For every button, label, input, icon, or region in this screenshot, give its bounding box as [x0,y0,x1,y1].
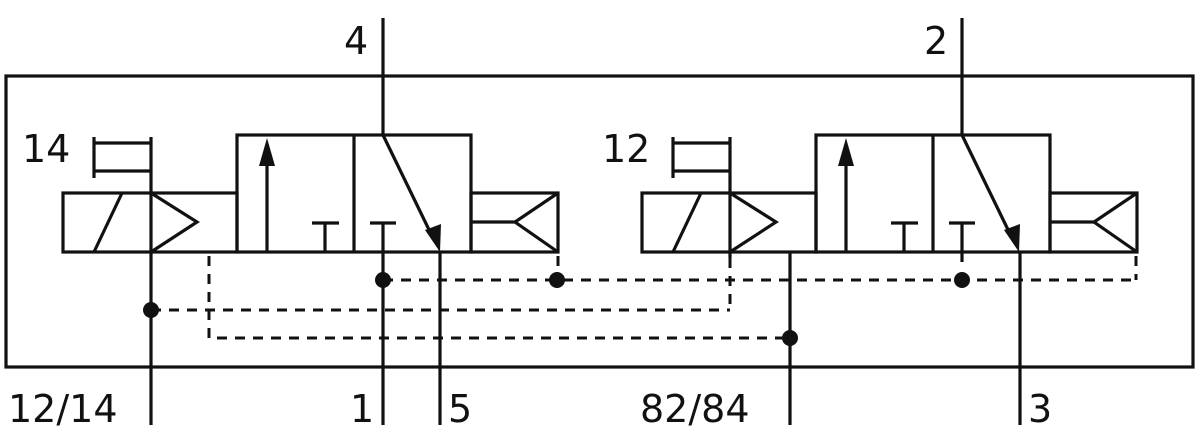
junction-dot [954,272,970,288]
port-label-3: 3 [1028,387,1052,431]
port-label-12: 12 [602,127,650,171]
junction-dot [143,302,159,318]
air-spring-icon [512,191,559,254]
arrowhead-icon [1004,224,1020,252]
arrowhead-icon [259,138,275,166]
port-label-5: 5 [448,387,472,431]
junction-dot [375,272,391,288]
pilot-exhaust-line [207,256,790,340]
port-label-2: 2 [924,19,948,63]
pilot-triangle-icon [729,191,779,254]
pilot-lines [151,256,1138,340]
junction-dots [143,272,970,346]
flow-arrow-diagonal-icon [381,134,436,241]
arrowhead-icon [425,224,441,252]
solenoid-coil-icon [671,192,703,253]
port-label-14: 14 [22,127,70,171]
valve-left [61,18,560,425]
port-label-12-14: 12/14 [8,387,118,431]
port-label-1: 1 [350,387,374,431]
pilot-triangle-icon [150,191,200,254]
housing-frame [4,74,1195,369]
solenoid-coil-icon [92,192,124,253]
valve-right [640,18,1139,425]
arrowhead-icon [838,138,854,166]
junction-dot [549,272,565,288]
junction-dot [782,330,798,346]
port-label-4: 4 [344,19,368,63]
port-labels: 4 2 14 12 12/14 1 5 82/84 3 [8,19,1052,431]
air-spring-icon [1091,191,1138,254]
flow-arrow-diagonal-icon [960,134,1015,241]
port-label-82-84: 82/84 [640,387,750,431]
